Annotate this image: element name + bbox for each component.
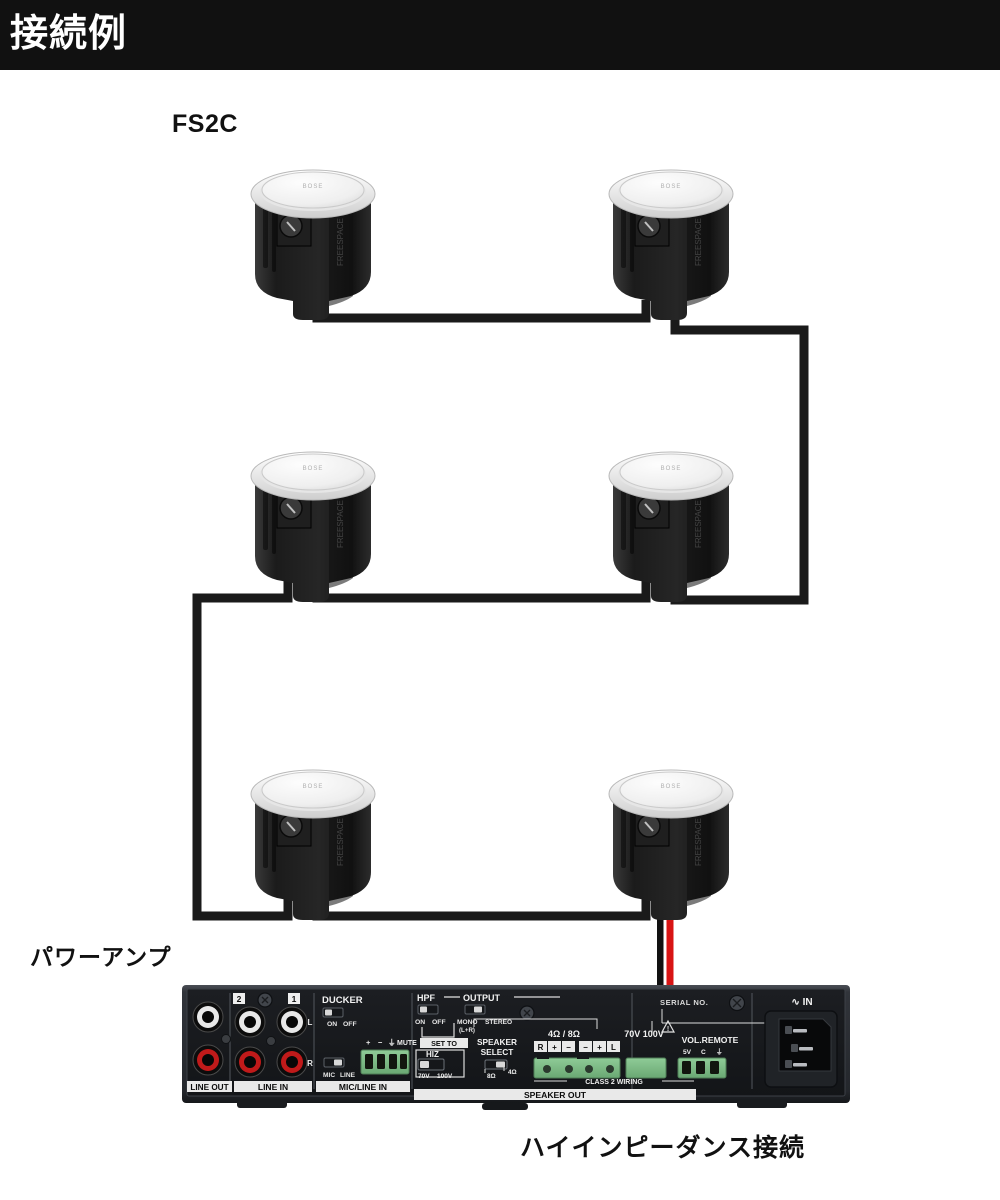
svg-text:4Ω: 4Ω: [508, 1069, 517, 1076]
svg-text:ON: ON: [327, 1021, 337, 1028]
svg-text:SELECT: SELECT: [481, 1047, 514, 1057]
svg-text:MUTE: MUTE: [397, 1040, 417, 1047]
svg-text:MIC: MIC: [323, 1072, 335, 1079]
svg-text:MIC/LINE IN: MIC/LINE IN: [339, 1082, 387, 1092]
svg-text:SPEAKER OUT: SPEAKER OUT: [524, 1090, 587, 1100]
svg-text:+: +: [366, 1038, 371, 1047]
connection-type-label: ハイインピーダンス接続: [520, 1134, 806, 1162]
svg-text:SERIAL NO.: SERIAL NO.: [660, 998, 708, 1007]
svg-text:BOSE: BOSE: [661, 466, 682, 472]
svg-text:BOSE: BOSE: [303, 466, 324, 472]
svg-text:⏚: ⏚: [716, 1048, 723, 1056]
speaker-unit: FREESPACE BOSE: [591, 146, 751, 321]
svg-text:FREESPACE: FREESPACE: [336, 818, 345, 866]
svg-text:R: R: [538, 1043, 544, 1052]
svg-text:−: −: [378, 1038, 383, 1047]
mic-line-terminal-block: + − ⏚ MUTE: [360, 1038, 417, 1075]
svg-text:MONO: MONO: [457, 1019, 478, 1026]
svg-text:1: 1: [292, 994, 297, 1004]
speaker-select: SPEAKER SELECT 8Ω 4Ω: [477, 1037, 517, 1080]
speaker-out-lowz-terminal: 4Ω / 8Ω R + − − + L: [473, 1018, 621, 1079]
svg-text:∿ IN: ∿ IN: [791, 997, 812, 1008]
svg-text:SPEAKER: SPEAKER: [477, 1037, 517, 1047]
svg-text:HIZ: HIZ: [426, 1050, 439, 1059]
line-out-jacks: [192, 1001, 231, 1076]
svg-text:LINE OUT: LINE OUT: [190, 1083, 228, 1092]
speaker-model-label: FS2C: [172, 110, 238, 138]
amplifier-rear-panel: LINE OUT 2 1 L R: [182, 985, 850, 1110]
speaker-out-hiz-terminal: 70V 100V !: [624, 1019, 676, 1079]
svg-text:HPF: HPF: [417, 993, 436, 1003]
svg-text:5V: 5V: [683, 1049, 692, 1056]
svg-text:OFF: OFF: [432, 1019, 446, 1026]
svg-text:ON: ON: [415, 1019, 425, 1026]
line-in-jacks: 2 1 L R: [233, 992, 313, 1078]
svg-text:!: !: [667, 1026, 669, 1033]
svg-text:FREESPACE: FREESPACE: [694, 218, 703, 266]
svg-text:R: R: [307, 1059, 313, 1068]
svg-text:CLASS 2 WIRING: CLASS 2 WIRING: [585, 1079, 643, 1086]
svg-text:BOSE: BOSE: [303, 184, 324, 190]
ac-inlet: ∿ IN: [764, 997, 838, 1088]
svg-text:+: +: [597, 1043, 602, 1052]
svg-text:OUTPUT: OUTPUT: [463, 993, 501, 1003]
svg-text:SET TO: SET TO: [431, 1039, 457, 1048]
serial-number-area: SERIAL NO.: [660, 994, 782, 1024]
header-bar: 接続例: [0, 0, 1000, 70]
svg-text:(L+R): (L+R): [459, 1027, 475, 1034]
svg-text:⏚: ⏚: [388, 1038, 396, 1047]
svg-text:LINE IN: LINE IN: [258, 1082, 288, 1092]
svg-text:2: 2: [237, 994, 242, 1004]
ducker-switch: DUCKER ON OFF: [322, 995, 363, 1028]
svg-text:C: C: [701, 1049, 706, 1056]
speaker-unit: FREESPACE BOSE: [591, 428, 751, 603]
svg-text:8Ω: 8Ω: [487, 1073, 496, 1080]
svg-text:VOL.REMOTE: VOL.REMOTE: [682, 1035, 739, 1045]
vol-remote-terminal: VOL.REMOTE 5V C ⏚: [677, 1035, 739, 1079]
svg-text:BOSE: BOSE: [661, 784, 682, 790]
class2-wiring-label: CLASS 2 WIRING: [534, 1079, 694, 1086]
svg-text:−: −: [583, 1043, 588, 1052]
svg-text:DUCKER: DUCKER: [322, 995, 363, 1006]
page-title: 接続例: [10, 13, 128, 55]
svg-text:FREESPACE: FREESPACE: [694, 500, 703, 548]
svg-text:L: L: [611, 1043, 616, 1052]
svg-text:LINE: LINE: [340, 1072, 356, 1079]
svg-text:100V: 100V: [437, 1073, 453, 1080]
svg-text:−: −: [566, 1043, 571, 1052]
speaker-unit: FREESPACE BOSE: [591, 746, 751, 921]
svg-text:FREESPACE: FREESPACE: [336, 218, 345, 266]
svg-text:BOSE: BOSE: [661, 184, 682, 190]
svg-text:4Ω / 8Ω: 4Ω / 8Ω: [548, 1029, 580, 1039]
svg-text:FREESPACE: FREESPACE: [336, 500, 345, 548]
speaker-unit: FREESPACE BOSE: [233, 428, 393, 603]
amplifier-label: パワーアンプ: [30, 944, 172, 970]
svg-text:L: L: [308, 1018, 313, 1027]
svg-text:STEREO: STEREO: [485, 1019, 512, 1026]
svg-text:70V 100V: 70V 100V: [624, 1029, 664, 1039]
hpf-output-switches: HPF OUTPUT ON OFF MONO (L+R) STEREO: [415, 993, 560, 1034]
svg-text:OFF: OFF: [343, 1021, 357, 1028]
speaker-unit: FREESPACE BOSE: [233, 146, 393, 321]
svg-text:FREESPACE: FREESPACE: [694, 818, 703, 866]
mic-line-switch: MIC LINE: [323, 1057, 356, 1079]
svg-text:+: +: [552, 1043, 557, 1052]
svg-text:70V: 70V: [418, 1073, 430, 1080]
set-to-group: SET TO HIZ 70V 100V: [415, 1023, 468, 1080]
svg-text:BOSE: BOSE: [303, 784, 324, 790]
speaker-unit: FREESPACE BOSE: [233, 746, 393, 921]
